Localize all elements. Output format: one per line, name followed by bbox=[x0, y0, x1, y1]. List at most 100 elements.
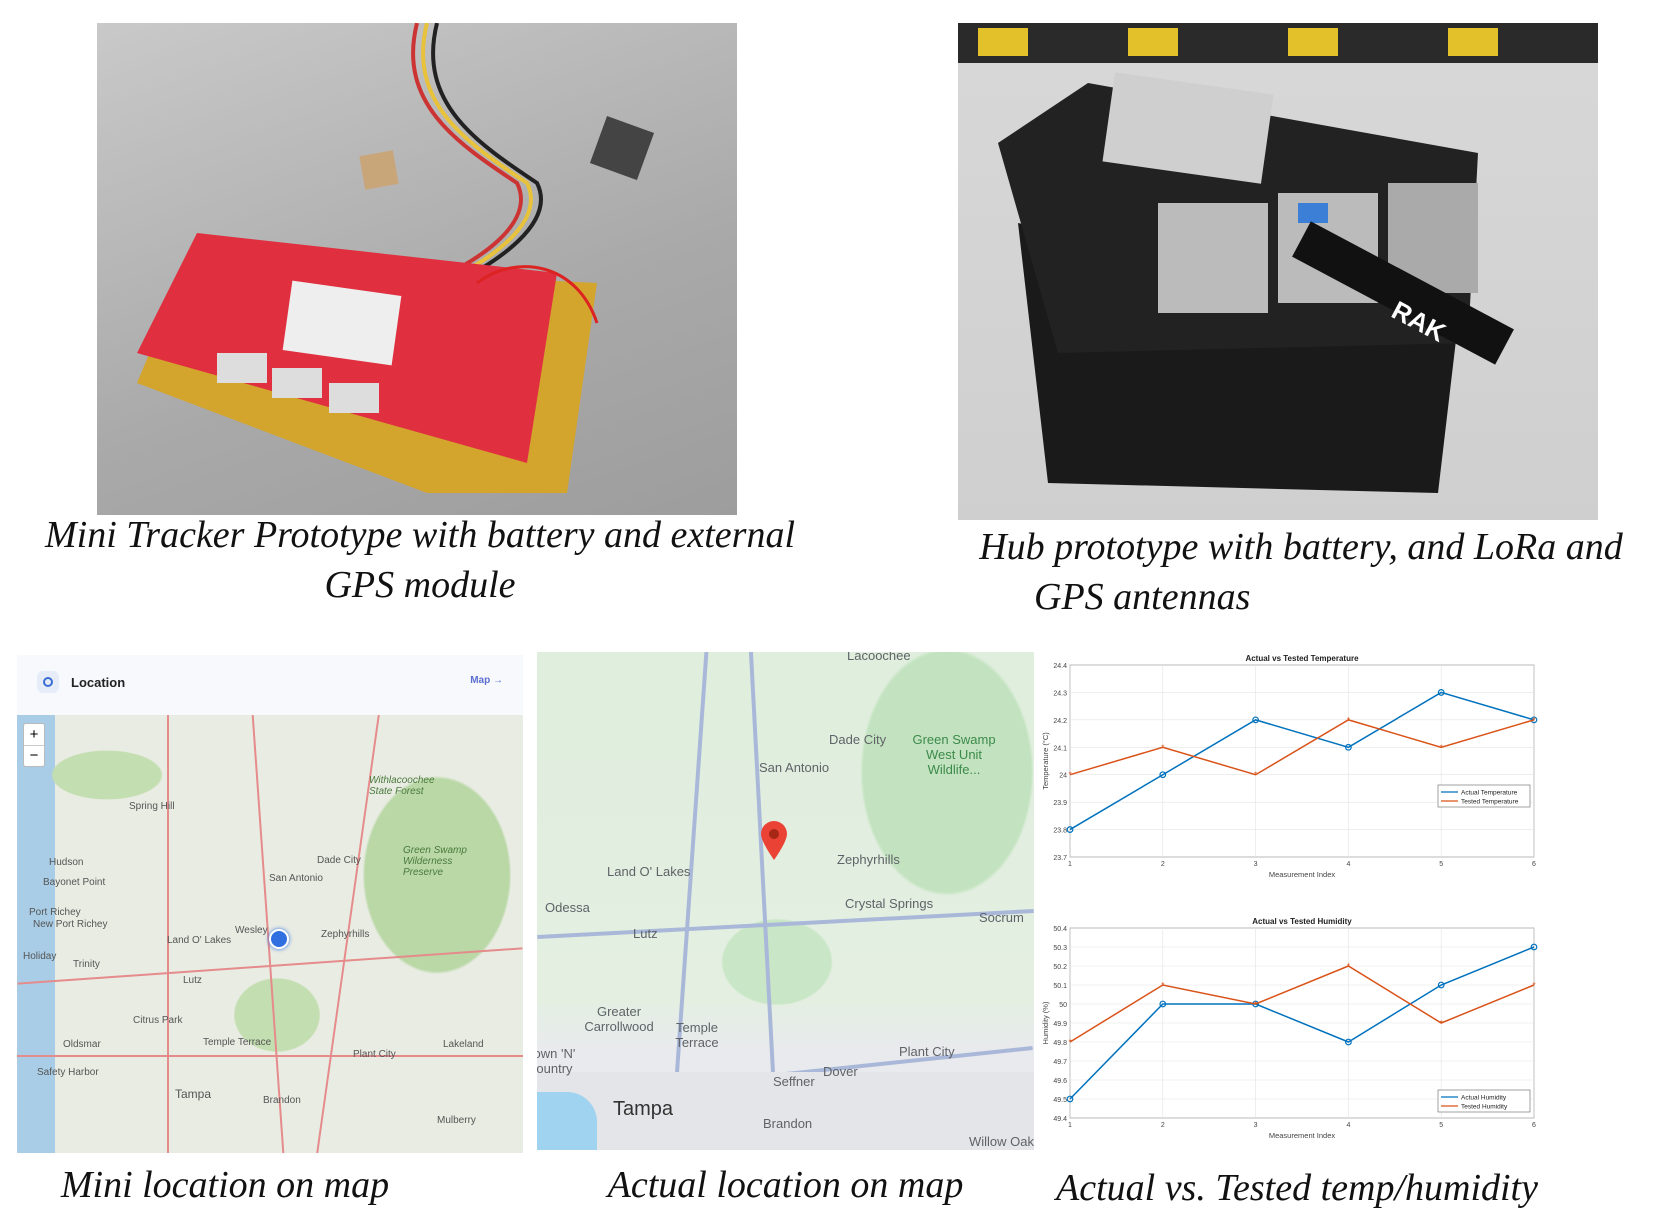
map-label: Lacoochee bbox=[847, 652, 911, 663]
actual-location-map[interactable]: Lacoochee Dade City Green Swamp West Uni… bbox=[537, 652, 1034, 1150]
y-axis-label: Humidity (%) bbox=[1041, 1001, 1050, 1044]
map-label: Lutz bbox=[183, 975, 202, 986]
caption-line: Mini Tracker Prototype with battery and … bbox=[44, 514, 796, 556]
data-point: * bbox=[1068, 771, 1071, 780]
data-point bbox=[1530, 943, 1538, 951]
zoom-in-button[interactable]: + bbox=[24, 724, 44, 746]
x-tick-label: 1 bbox=[1068, 1122, 1072, 1129]
map-label: Plant City bbox=[353, 1049, 396, 1060]
series-line bbox=[1069, 965, 1535, 1043]
x-tick-label: 5 bbox=[1439, 1122, 1443, 1129]
x-tick-label: 5 bbox=[1439, 861, 1443, 868]
zoom-out-button[interactable]: − bbox=[29, 747, 39, 764]
map-label: Holiday bbox=[23, 951, 57, 962]
hub-illustration: RAK bbox=[958, 23, 1598, 493]
data-point: * bbox=[1254, 1000, 1257, 1009]
y-axis-label: Temperature (°C) bbox=[1041, 732, 1050, 790]
map-label: Port Richey bbox=[29, 907, 81, 918]
y-tick-label: 50 bbox=[1059, 1002, 1067, 1009]
legend bbox=[1437, 784, 1531, 808]
legend bbox=[1437, 1089, 1531, 1113]
map-label: Zephyrhills bbox=[837, 852, 900, 867]
y-tick-label: 50.1 bbox=[1053, 983, 1067, 990]
y-tick-label: 24.3 bbox=[1053, 690, 1067, 697]
caption-line: Hub prototype with battery, and LoRa and bbox=[979, 526, 1623, 568]
data-point: * bbox=[1161, 981, 1164, 990]
zoom-control: + − bbox=[23, 723, 45, 767]
map-label: Odessa bbox=[545, 900, 590, 915]
chart-title: Actual vs Tested Humidity bbox=[1252, 917, 1352, 926]
series-line bbox=[1069, 719, 1535, 776]
map-label: Wesley bbox=[235, 925, 268, 936]
map-link[interactable]: Map → bbox=[470, 675, 503, 686]
caption-line: GPS module bbox=[324, 564, 516, 606]
data-point: * bbox=[1254, 771, 1257, 780]
map-label: Oldsmar bbox=[63, 1039, 101, 1050]
data-point: * bbox=[1440, 743, 1443, 752]
y-tick-label: 50.4 bbox=[1053, 926, 1067, 933]
map-label: New Port Richey bbox=[33, 919, 108, 930]
y-tick-label: 24.4 bbox=[1053, 663, 1067, 670]
map-label: Seffner bbox=[773, 1074, 815, 1089]
data-point bbox=[1066, 1095, 1074, 1103]
map-label: Bayonet Point bbox=[43, 877, 106, 888]
x-tick-label: 6 bbox=[1532, 1122, 1536, 1129]
map-label: Land O' Lakes bbox=[167, 935, 232, 946]
map-label: Trinity bbox=[73, 959, 100, 970]
legend-label: Tested Temperature bbox=[1461, 799, 1519, 806]
data-point: * bbox=[1440, 1019, 1443, 1028]
map-label: San Antonio bbox=[759, 760, 830, 775]
map-label: Green Swamp West Unit Wildlife... bbox=[912, 732, 996, 777]
x-tick-label: 6 bbox=[1532, 861, 1536, 868]
y-tick-label: 24.2 bbox=[1053, 718, 1067, 725]
series-line bbox=[1069, 946, 1535, 1100]
tracker-illustration bbox=[137, 23, 655, 493]
x-axis-label: Measurement Index bbox=[1269, 870, 1336, 879]
data-point: * bbox=[1068, 1038, 1071, 1047]
x-tick-label: 4 bbox=[1346, 861, 1350, 868]
y-tick-label: 49.9 bbox=[1053, 1021, 1067, 1028]
map-label: Land O' Lakes bbox=[607, 864, 691, 879]
tracker-caption: Mini Tracker Prototype with battery and … bbox=[0, 510, 840, 610]
map-label: Brandon bbox=[263, 1095, 301, 1106]
data-point bbox=[1345, 743, 1352, 751]
y-tick-label: 23.8 bbox=[1053, 828, 1067, 835]
actual-map-caption: Actual location on map bbox=[607, 1164, 964, 1206]
tracker-photo bbox=[97, 23, 737, 515]
y-tick-label: 49.7 bbox=[1053, 1059, 1067, 1066]
map-label: Tampa bbox=[175, 1087, 212, 1101]
y-tick-label: 49.4 bbox=[1053, 1116, 1067, 1123]
data-point: * bbox=[1161, 743, 1164, 752]
data-point bbox=[1530, 716, 1538, 724]
location-header: Location bbox=[37, 671, 125, 693]
legend-label: Tested Humidity bbox=[1461, 1104, 1508, 1111]
data-point bbox=[1437, 689, 1445, 696]
map-label: Citrus Park bbox=[133, 1015, 183, 1026]
x-tick-label: 3 bbox=[1254, 861, 1258, 868]
location-title: Location bbox=[71, 674, 126, 690]
map-label: Mulberry bbox=[437, 1115, 476, 1126]
location-pin-icon[interactable] bbox=[759, 820, 789, 862]
map-tiles[interactable]: + − Spring Hill Hudson Bayonet Point Por… bbox=[17, 715, 523, 1153]
y-tick-label: 23.9 bbox=[1053, 800, 1067, 807]
y-tick-label: 49.8 bbox=[1053, 1040, 1067, 1047]
map-label: Temple Terrace bbox=[675, 1020, 719, 1050]
mini-location-map: Location Map → + − Spring Hill Hudson Ba… bbox=[17, 655, 523, 1153]
y-tick-label: 24 bbox=[1059, 773, 1067, 780]
data-point bbox=[1345, 1038, 1352, 1046]
map-label: Hudson bbox=[49, 857, 84, 868]
data-point: * bbox=[1347, 962, 1350, 971]
map-label: Brandon bbox=[763, 1116, 813, 1131]
map-label: Zephyrhills bbox=[321, 929, 370, 940]
device-location-marker[interactable] bbox=[269, 929, 289, 949]
data-point bbox=[1066, 826, 1074, 833]
map-label: San Antonio bbox=[269, 873, 323, 884]
map-label: Plant City bbox=[899, 1044, 955, 1059]
chart-title: Actual vs Tested Temperature bbox=[1245, 654, 1359, 663]
x-axis-label: Measurement Index bbox=[1269, 1131, 1336, 1140]
map-label: Lutz bbox=[633, 926, 658, 941]
map-label: Lakeland bbox=[443, 1039, 484, 1050]
charts-caption: Actual vs. Tested temp/humidity bbox=[1056, 1167, 1538, 1209]
x-tick-label: 4 bbox=[1346, 1122, 1350, 1129]
